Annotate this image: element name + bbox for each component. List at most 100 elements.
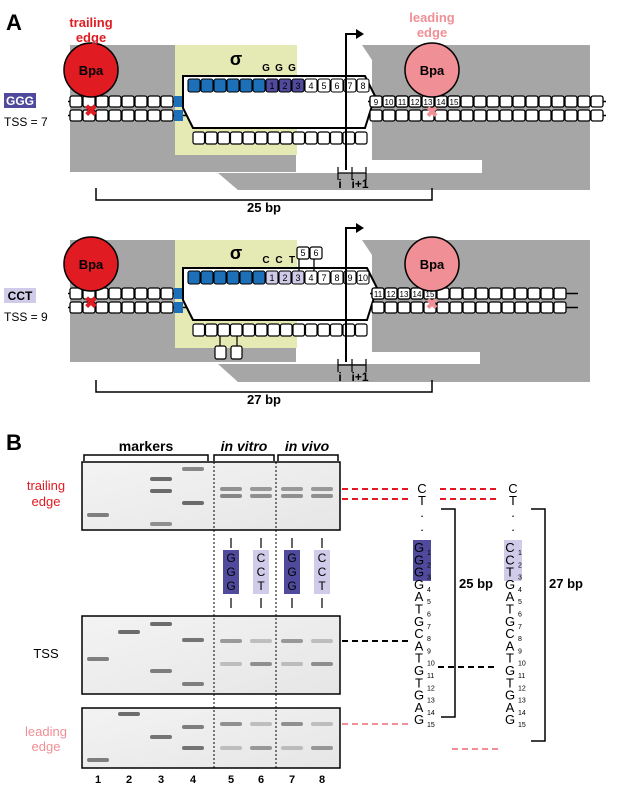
template-base [213, 270, 227, 285]
downstream-dna-base [564, 109, 578, 122]
upstream-end-cap [174, 288, 183, 299]
downstream-dna-base [371, 301, 385, 314]
upstream-dna-base [69, 95, 83, 108]
template-strand-base [317, 323, 331, 337]
downstream-base [384, 287, 398, 300]
template-strand-base [254, 131, 268, 145]
downstream-dna-base [540, 301, 554, 314]
upstream-end-cap [174, 110, 183, 121]
leading-edge-label-l2: edge [417, 25, 447, 40]
template-base [330, 78, 344, 93]
row-label-leading-l2: edge [32, 739, 61, 754]
gel-band [311, 746, 333, 750]
downstream-dna-base [462, 301, 476, 314]
upstream-dna-base [147, 95, 161, 108]
ladder-top-base: . [420, 505, 424, 520]
upstream-dna-base [108, 109, 122, 122]
gel-tss [81, 615, 341, 695]
ladder-base: G [414, 552, 424, 567]
span-label: 25 bp [247, 200, 281, 215]
downstream-dna-base [486, 95, 500, 108]
ladder-base: A [415, 700, 424, 715]
ladder-base: G [414, 712, 424, 727]
gel-band [182, 501, 204, 505]
ladder-base: G [414, 688, 424, 703]
upstream-dna-base [95, 301, 109, 314]
pos-i1: i+1 [351, 370, 368, 384]
downstream-base-number: 13 [400, 290, 409, 299]
downstream-dna-base [499, 109, 513, 122]
ladder-base: G [505, 614, 515, 629]
lane-seq-box [223, 550, 239, 594]
downstream-dna-base [449, 287, 463, 300]
gel-band [250, 494, 272, 498]
downstream-dna-base [460, 95, 474, 108]
header-markers: markers [119, 438, 174, 454]
downstream-dna-base [514, 287, 528, 300]
in-vitro-bracket [213, 454, 275, 461]
downstream-base [395, 95, 409, 108]
ladder-top-base: T [418, 493, 426, 508]
template-base-number: 9 [347, 273, 352, 283]
scrunch-link [219, 336, 238, 346]
lane-seq-letter: C [318, 551, 327, 565]
downstream-dna-base [525, 95, 539, 108]
lane-number: 2 [126, 774, 132, 786]
gel-band [182, 682, 204, 686]
bpa-trailing-text: Bpa [79, 63, 104, 78]
ladder-subscript: 5 [518, 599, 522, 606]
upstream-dna-base [82, 301, 96, 314]
ladder-base: G [414, 565, 424, 580]
downstream-dna-base [397, 301, 411, 314]
downstream-dna-base [553, 287, 567, 300]
gel-band [182, 638, 204, 642]
lane-seq-box [253, 550, 269, 594]
gel-band [150, 522, 172, 526]
downstream-dna-base [384, 301, 398, 314]
downstream-dna-base [421, 109, 435, 122]
pos-i: i [338, 177, 341, 191]
gel-band [150, 735, 172, 739]
upstream-dna-base [160, 287, 174, 300]
downstream-dna-base [514, 301, 528, 314]
tss-label: TSS = 9 [4, 310, 48, 324]
ladder-subscript: 4 [427, 587, 431, 594]
sigma-symbol: σ [230, 243, 242, 263]
lane-seq-letter: G [226, 565, 235, 579]
gel-band [87, 758, 109, 762]
upstream-dna-base [95, 109, 109, 122]
ladder-subscript: 2 [518, 562, 522, 569]
ladder-subscript: 3 [427, 575, 431, 582]
upstream-dna-base [121, 95, 135, 108]
gel-band [250, 746, 272, 750]
downstream-dna-base [564, 95, 578, 108]
ladder-subscript: 6 [518, 612, 522, 619]
template-strand-base [267, 131, 281, 145]
gel-band [311, 639, 333, 643]
template-base [252, 270, 266, 285]
template-base [356, 78, 370, 93]
template-base-number: 1 [269, 81, 274, 91]
downstream-dna-base [590, 95, 604, 108]
ladder-subscript: 15 [427, 722, 435, 729]
template-strand-base [342, 131, 356, 145]
ladder-subscript: 5 [427, 599, 431, 606]
upstream-dna-base [121, 109, 135, 122]
template-base-number: 3 [295, 273, 300, 283]
ladder-base: G [414, 663, 424, 678]
header-in-vitro: in vitro [221, 438, 268, 454]
gel-band [281, 746, 303, 750]
template-base-number: 4 [308, 81, 313, 91]
downstream-dna-base [475, 301, 489, 314]
markers-bracket [83, 454, 209, 461]
template-base-number: 4 [308, 273, 313, 283]
ladder-subscript: 10 [427, 661, 435, 668]
upstream-dna-base [147, 301, 161, 314]
gel-leading [81, 707, 341, 769]
tss-arrow-head [356, 223, 364, 233]
downstream-dna-base [395, 109, 409, 122]
downstream-dna-base [475, 287, 489, 300]
template-base-number: 2 [282, 81, 287, 91]
downstream-dna-base [551, 95, 565, 108]
ladder-base: A [506, 638, 515, 653]
